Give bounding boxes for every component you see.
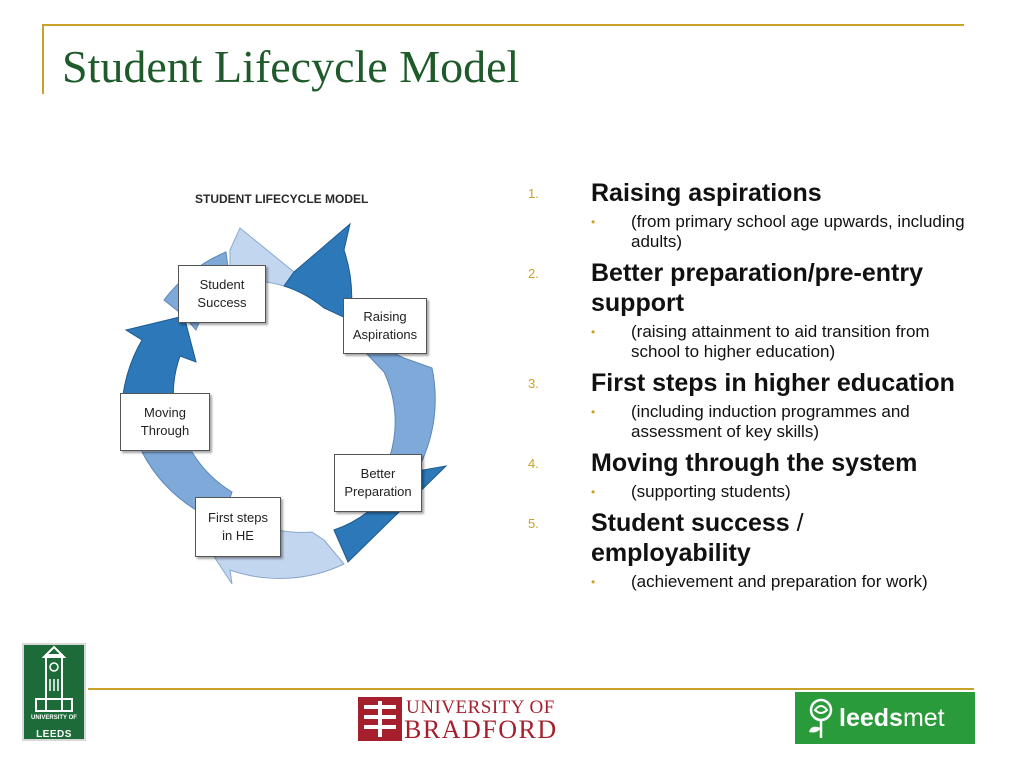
leedsmet-logo: leedsmet bbox=[795, 692, 975, 744]
list-item-heading: Better preparation/pre-entry support bbox=[591, 259, 924, 317]
bradford-crest-icon bbox=[358, 697, 402, 741]
leeds-logo-line2: LEEDS bbox=[36, 729, 72, 740]
list-item-heading-part: employability bbox=[591, 539, 751, 567]
lifecycle-diagram: STUDENT LIFECYCLE MODEL Raising Aspirati… bbox=[112, 180, 462, 590]
list-item-heading: Raising aspirations bbox=[591, 179, 822, 207]
list-item-detail: • (supporting students) bbox=[591, 482, 968, 502]
stage-label-line: Through bbox=[140, 423, 190, 438]
list-item-detail: • (raising attainment to aid transition f… bbox=[591, 322, 968, 362]
bradford-logo-line1: UNIVERSITY OF bbox=[406, 697, 555, 718]
stage-label-line: Aspirations bbox=[352, 327, 418, 342]
leedsmet-wordmark: leedsmet bbox=[839, 704, 945, 733]
list-item-detail: • (including induction programmes and ass… bbox=[591, 402, 968, 442]
bullet-glyph: • bbox=[591, 325, 596, 339]
list-item-number: 4. bbox=[528, 456, 539, 471]
list-item: 5. Student success / employability • (ach… bbox=[528, 508, 968, 592]
leedsmet-wordmark-bold: leeds bbox=[839, 704, 903, 732]
university-of-leeds-logo: UNIVERSITY OF LEEDS bbox=[22, 643, 86, 741]
list-item: 4. Moving through the system • (supportin… bbox=[528, 448, 968, 502]
list-item: 3. First steps in higher education • (inc… bbox=[528, 368, 968, 442]
stage-label-line: First steps bbox=[208, 510, 268, 525]
stage-box-student-success: Student Success bbox=[178, 265, 266, 323]
slide-title: Student Lifecycle Model bbox=[62, 41, 520, 92]
stage-label-line: in HE bbox=[222, 528, 254, 543]
stage-label-line: Success bbox=[197, 295, 247, 310]
frame-left-rule bbox=[42, 24, 44, 94]
stage-label-line: Student bbox=[199, 277, 245, 292]
list-item: 1. Raising aspirations • (from primary sc… bbox=[528, 178, 968, 252]
cycle-arrow-segment bbox=[283, 222, 353, 321]
list-item-detail-text: (from primary school age upwards, includ… bbox=[631, 212, 965, 251]
list-item-detail-text: (achievement and preparation for work) bbox=[631, 572, 928, 591]
lifecycle-stage-list: 1. Raising aspirations • (from primary sc… bbox=[528, 178, 968, 598]
list-item-heading-part: Student success bbox=[591, 509, 790, 537]
stage-label-line: Raising bbox=[363, 309, 407, 324]
bullet-glyph: • bbox=[591, 215, 596, 229]
list-item-detail-text: (supporting students) bbox=[631, 482, 791, 501]
frame-top-rule bbox=[44, 24, 964, 26]
list-item-detail: • (achievement and preparation for work) bbox=[591, 572, 968, 592]
bullet-glyph: • bbox=[591, 405, 596, 419]
stage-box-raising-aspirations: Raising Aspirations bbox=[343, 298, 427, 354]
list-item-heading-separator: / bbox=[789, 509, 804, 537]
diagram-heading: STUDENT LIFECYCLE MODEL bbox=[195, 192, 369, 206]
list-item-number: 3. bbox=[528, 376, 539, 391]
list-item-detail-text: (raising attainment to aid transition fr… bbox=[631, 322, 930, 361]
lifecycle-cycle-graphic bbox=[121, 222, 448, 585]
list-item-number: 1. bbox=[528, 186, 539, 201]
leeds-logo-line1: UNIVERSITY OF bbox=[31, 715, 77, 721]
list-item-heading: Moving through the system bbox=[591, 449, 918, 477]
list-item-number: 5. bbox=[528, 516, 539, 531]
leedsmet-wordmark-light: met bbox=[902, 704, 945, 732]
list-item-heading: Student success / employability bbox=[591, 508, 968, 568]
list-item-heading: First steps in higher education bbox=[591, 369, 955, 397]
stage-label-line: Better bbox=[360, 466, 396, 481]
clock-tower-icon bbox=[35, 645, 73, 712]
university-of-bradford-logo: UNIVERSITY OF BRADFORD bbox=[358, 697, 586, 744]
stage-box-moving-through: Moving Through bbox=[120, 393, 210, 451]
list-item-detail-text: (including induction programmes and asse… bbox=[631, 402, 910, 441]
list-item-detail: • (from primary school age upwards, inclu… bbox=[591, 212, 968, 252]
stage-box-first-steps: First steps in HE bbox=[195, 497, 281, 557]
stage-label-line: Preparation bbox=[344, 484, 412, 499]
stage-box-better-preparation: Better Preparation bbox=[334, 454, 422, 512]
bullet-glyph: • bbox=[591, 575, 596, 589]
list-item-number: 2. bbox=[528, 266, 539, 281]
bullet-glyph: • bbox=[591, 485, 596, 499]
bradford-logo-line2: BRADFORD bbox=[404, 715, 558, 744]
rose-icon bbox=[809, 698, 833, 738]
stage-label-line: Moving bbox=[144, 405, 186, 420]
list-item: 2. Better preparation/pre-entry support … bbox=[528, 258, 968, 362]
footer-rule bbox=[88, 688, 974, 690]
